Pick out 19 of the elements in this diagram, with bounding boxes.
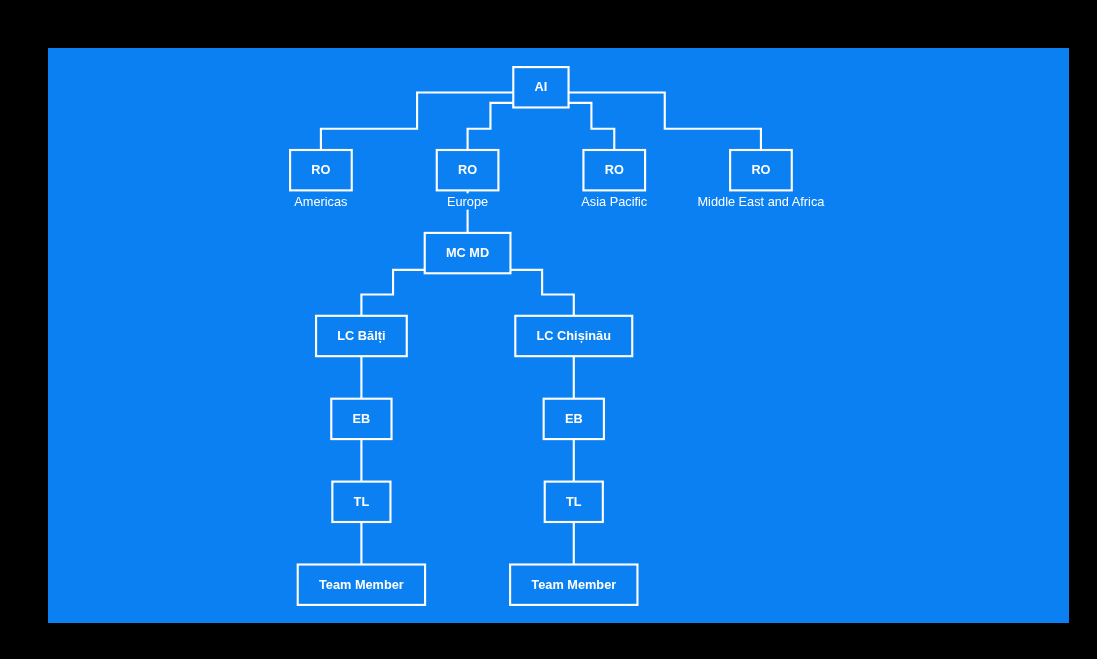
node-box <box>542 397 605 440</box>
region-label: Middle East and Africa <box>697 193 825 209</box>
node-box <box>508 562 639 606</box>
region-label: Europe <box>446 193 488 209</box>
node-box <box>514 314 634 357</box>
node-box <box>331 480 392 523</box>
node-box <box>314 314 408 357</box>
node-box <box>423 231 512 274</box>
region-label: Asia Pacific <box>581 193 647 209</box>
node-box <box>296 562 426 606</box>
node-box <box>512 65 570 109</box>
node-box <box>435 148 500 191</box>
region-label: Americas <box>294 193 348 209</box>
org-chart: AI RO RO RO RO MC MD LC Bălți LC Chișinău EB TL Team Member EB TL Team Member Americas Europe Asia Pacific Middle East and Africa <box>282 59 835 612</box>
node-box <box>543 480 604 523</box>
node-box <box>288 148 353 191</box>
node-box <box>330 397 393 440</box>
node-box <box>728 148 793 191</box>
node-box <box>582 148 646 191</box>
